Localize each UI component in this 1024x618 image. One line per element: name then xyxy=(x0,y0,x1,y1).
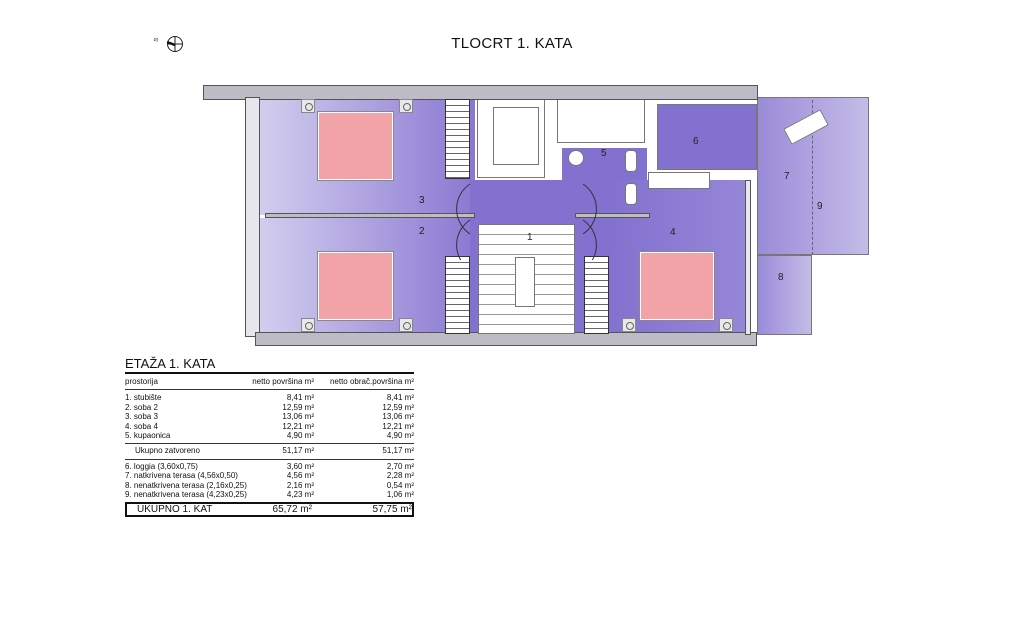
lamp-icon xyxy=(301,318,315,332)
table-cell: 51,17 m² xyxy=(382,445,414,455)
top-wall xyxy=(203,85,758,100)
header-room: prostorija xyxy=(125,377,158,386)
sink-icon xyxy=(625,183,637,205)
lamp-icon xyxy=(399,318,413,332)
bed xyxy=(317,111,394,181)
table-row: 5. kupaonica 4,90 m² 4,90 m² xyxy=(125,431,414,441)
compass-circle xyxy=(166,35,183,52)
table-row: 4. soba 4 12,21 m² 12,21 m² xyxy=(125,422,414,432)
terrace-divider xyxy=(812,100,813,255)
closet-cabinet xyxy=(493,107,539,165)
table-cell: 6. loggia (3,60x0,75) xyxy=(125,461,198,471)
table-cell: 4,90 m² xyxy=(286,431,314,440)
room-label: 1 xyxy=(527,232,533,243)
table-cell: 8,41 m² xyxy=(386,393,414,402)
subtotal-row: Ukupno zatvoreno 51,17 m² 51,17 m² xyxy=(125,446,414,457)
table-cell: 12,21 m² xyxy=(382,421,414,431)
table-cell: 5. kupaonica xyxy=(125,431,171,440)
room-label: 3 xyxy=(419,195,425,206)
table-cell: 2,28 m² xyxy=(386,471,414,480)
table-cell: 3. soba 3 xyxy=(125,412,158,421)
bed xyxy=(317,251,394,321)
table-row: 8. nenatkrivena terasa (2,16x0,25) 2,16 m… xyxy=(125,481,414,491)
table-cell: 4,90 m² xyxy=(386,431,414,440)
lamp-icon xyxy=(399,99,413,113)
table-cell: 0,54 m² xyxy=(386,480,414,490)
divider xyxy=(125,442,414,444)
table-cell: 4,23 m² xyxy=(286,490,314,499)
room-label: 5 xyxy=(601,148,607,159)
compass-label: S xyxy=(153,37,161,43)
table-cell: 1. stubište xyxy=(125,393,162,402)
bed xyxy=(639,251,715,321)
bottom-wall xyxy=(255,332,757,346)
table-row: 2. soba 2 12,59 m² 12,59 m² xyxy=(125,403,414,413)
wardrobe xyxy=(584,256,609,334)
door-swings xyxy=(456,183,597,260)
header-calc: netto obrač.površina m² xyxy=(329,377,414,386)
lamp-icon xyxy=(301,99,315,113)
total-row: UKUPNO 1. KAT 65,72 m² 57,75 m² xyxy=(125,501,414,517)
room-divider-wall xyxy=(265,213,475,218)
wardrobe xyxy=(445,256,470,334)
table-cell: 12,21 m² xyxy=(282,421,314,431)
room-divider-wall xyxy=(575,213,650,218)
table-cell: 57,75 m² xyxy=(372,503,412,515)
table-cell: 12,59 m² xyxy=(382,402,414,412)
table-cell: Ukupno zatvoreno xyxy=(135,445,200,455)
closed-rows: 1. stubište 8,41 m² 8,41 m² 2. soba 2 12,59… xyxy=(125,393,414,441)
toilet-icon xyxy=(568,150,584,166)
compass-north-icon: S xyxy=(153,33,185,55)
room-label: 7 xyxy=(784,171,790,182)
table-cell: 2. soba 2 xyxy=(125,402,158,412)
room-label: 6 xyxy=(693,136,699,147)
table-cell: 2,16 m² xyxy=(286,480,314,490)
table-cell: 13,06 m² xyxy=(382,412,414,421)
table-cell: 65,72 m² xyxy=(272,503,312,515)
page-title: TLOCRT 1. KATA xyxy=(451,35,573,52)
staircase xyxy=(478,224,575,334)
table-cell: 4,56 m² xyxy=(286,471,314,480)
room-label: 4 xyxy=(670,227,676,238)
table-cell: 2,70 m² xyxy=(386,461,414,471)
table-row: 3. soba 3 13,06 m² 13,06 m² xyxy=(125,412,414,422)
area-table: ETAŽA 1. KATA prostorija netto površina … xyxy=(125,356,414,517)
table-cell: 51,17 m² xyxy=(282,445,314,455)
table-cell: 8,41 m² xyxy=(286,393,314,402)
open-rows: 6. loggia (3,60x0,75) 3,60 m² 2,70 m² 7. n… xyxy=(125,462,414,500)
table-cell: 12,59 m² xyxy=(282,402,314,412)
header-net: netto površina m² xyxy=(252,377,314,386)
table-row: 7. natkrivena terasa (4,56x0,50) 4,56 m² 2… xyxy=(125,471,414,481)
lamp-icon xyxy=(622,318,636,332)
bathtub xyxy=(557,98,645,143)
stair-well xyxy=(515,257,535,307)
table-cell: 4. soba 4 xyxy=(125,421,158,431)
wardrobe xyxy=(445,99,470,179)
terrace-8 xyxy=(757,255,812,335)
table-cell: 13,06 m² xyxy=(282,412,314,421)
table-row: 6. loggia (3,60x0,75) 3,60 m² 2,70 m² xyxy=(125,462,414,472)
table-cell: UKUPNO 1. KAT xyxy=(137,503,213,515)
table-row: 1. stubište 8,41 m² 8,41 m² xyxy=(125,393,414,403)
table-cell: 3,60 m² xyxy=(286,461,314,471)
cabinet xyxy=(648,172,710,189)
table-header: prostorija netto površina m² netto obrač… xyxy=(125,374,414,390)
right-wall xyxy=(745,180,751,335)
table-cell: 1,06 m² xyxy=(386,490,414,499)
lamp-icon xyxy=(719,318,733,332)
room-6-loggia xyxy=(657,104,757,170)
room-label: 2 xyxy=(419,226,425,237)
table-cell: 9. nenatkrivena terasa (4,23x0,25) xyxy=(125,490,247,499)
table-row: 9. nenatkrivena terasa (4,23x0,25) 4,23 m… xyxy=(125,490,414,500)
room-label: 9 xyxy=(817,201,823,212)
divider xyxy=(125,458,414,460)
sink-icon xyxy=(625,150,637,172)
room-label: 8 xyxy=(778,272,784,283)
table-cell: 8. nenatkrivena terasa (2,16x0,25) xyxy=(125,480,247,490)
table-cell: 7. natkrivena terasa (4,56x0,50) xyxy=(125,471,238,480)
table-title: ETAŽA 1. KATA xyxy=(125,356,414,374)
left-wall xyxy=(245,97,260,337)
